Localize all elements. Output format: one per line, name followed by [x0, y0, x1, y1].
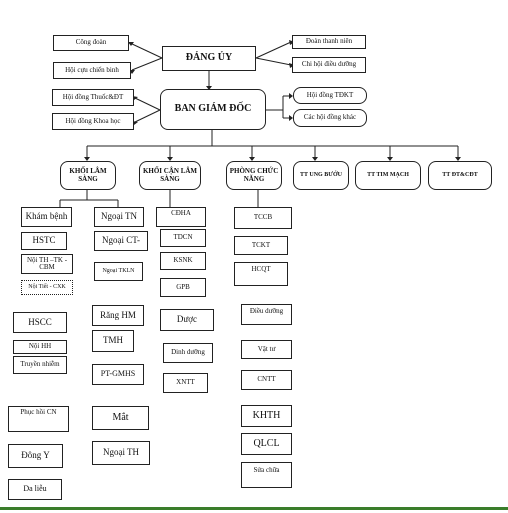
unit-tccb: TCCB — [234, 207, 292, 229]
unit-tdcn: TDCN — [160, 229, 206, 247]
unit-ksnk: KSNK — [160, 252, 206, 270]
group-tt-ung-buou: TT UNG BƯỚU — [293, 161, 349, 190]
doan-thanh-nien-box: Đoàn thanh niên — [292, 35, 366, 49]
unit-xntt: XNTT — [163, 373, 208, 393]
unit-noi-tiet-cxk: Nội Tiết - CXK — [21, 280, 73, 295]
unit-hscc: HSCC — [13, 312, 67, 333]
ban-giam-doc-box: BAN GIÁM ĐỐC — [160, 89, 266, 130]
unit-khth: KHTH — [241, 405, 292, 427]
unit-tmh: TMH — [92, 330, 134, 352]
unit-hcqt: HCQT — [234, 262, 288, 286]
unit-sua-chua: Sửa chữa — [241, 462, 292, 488]
dang-uy-box: ĐẢNG ỦY — [162, 46, 256, 71]
hoi-dong-thuoc-box: Hội đồng Thuốc&ĐT — [52, 89, 134, 106]
hoi-dong-khoa-hoc-box: Hội đồng Khoa học — [52, 113, 134, 130]
unit-noi-th-tk-cbm: Nội TH –TK -CBM — [21, 254, 73, 274]
unit-tckt: TCKT — [234, 236, 288, 255]
unit-noi-hh: Nội HH — [13, 340, 67, 354]
group-lam-sang: KHỐI LÂM SÀNG — [60, 161, 116, 190]
group-tt-dtcdt: TT ĐT&CĐT — [428, 161, 492, 190]
unit-phuc-hoi-cn: Phục hồi CN — [8, 406, 69, 432]
unit-vat-tu: Vật tư — [241, 340, 292, 359]
unit-qlcl: QLCL — [241, 433, 292, 455]
unit-cdha: CĐHA — [156, 207, 206, 227]
unit-ngoai-tn: Ngoại TN — [94, 207, 144, 227]
hoi-dong-tdkt-box: Hội đồng TĐKT — [293, 87, 367, 104]
unit-dieu-duong: Điều dưỡng — [241, 304, 292, 325]
bottom-rule — [0, 507, 508, 510]
unit-pt-gmhs: PT-GMHS — [92, 364, 144, 385]
hoi-cuu-chien-binh-box: Hội cựu chiến binh — [53, 62, 131, 79]
unit-duoc: Dược — [160, 309, 214, 331]
cac-hoi-dong-khac-box: Các hội đồng khác — [293, 109, 367, 127]
group-phong-chuc-nang: PHÒNG CHỨC NĂNG — [226, 161, 282, 190]
chi-hoi-dieu-duong-box: Chi hội điều dưỡng — [292, 57, 366, 73]
unit-ngoai-tkln: Ngoại TKLN — [94, 262, 143, 281]
unit-ngoai-th: Ngoại TH — [92, 441, 150, 465]
unit-mat: Mắt — [92, 406, 149, 430]
unit-ngoai-ct: Ngoại CT- — [94, 231, 148, 251]
unit-truyen-nhiem: Truyền nhiễm — [13, 356, 67, 374]
unit-rang-hm: Răng HM — [92, 305, 144, 326]
unit-da-lieu: Da liễu — [8, 479, 62, 500]
unit-dinh-duong: Dinh dưỡng — [163, 343, 213, 363]
group-tt-tim-mach: TT TIM MẠCH — [355, 161, 421, 190]
unit-cntt: CNTT — [241, 370, 292, 390]
cong-doan-box: Công đoàn — [53, 35, 129, 51]
group-can-lam-sang: KHỐI CẬN LÂM SÀNG — [139, 161, 201, 190]
unit-kham-benh: Khám bệnh — [21, 207, 72, 227]
unit-dong-y: Đông Y — [8, 444, 63, 468]
unit-hstc: HSTC — [21, 232, 67, 250]
unit-gpb: GPB — [160, 278, 206, 297]
